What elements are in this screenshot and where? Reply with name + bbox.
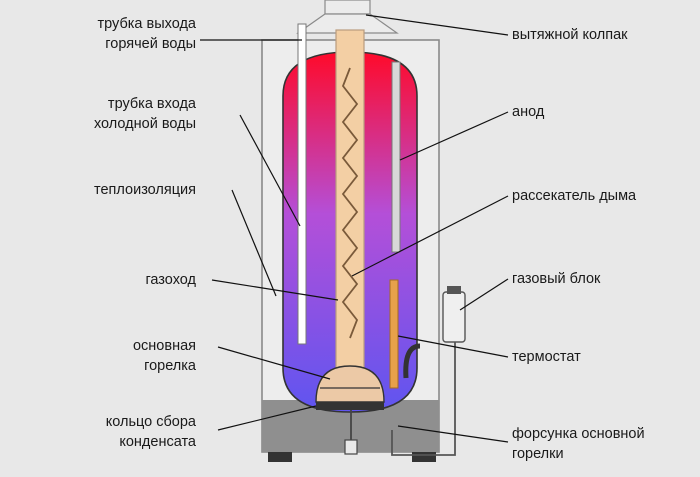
gas-line bbox=[391, 342, 456, 456]
label-cold-inlet-line-1: трубка входа bbox=[107, 96, 196, 112]
label-condensate-ring-line-1: кольцо сбора bbox=[105, 414, 196, 430]
leader-exhaust-hood bbox=[365, 14, 509, 36]
label-thermostat: термостат bbox=[512, 347, 692, 367]
label-exhaust-hood-line-1: вытяжной колпак bbox=[512, 27, 628, 43]
condensate-ring bbox=[316, 402, 384, 410]
hot-outlet-pipe bbox=[297, 23, 307, 345]
label-hot-outlet-line-2: горячей воды bbox=[105, 36, 196, 52]
label-anode: анод bbox=[512, 102, 692, 122]
label-anode-line-1: анод bbox=[512, 104, 545, 120]
label-main-burner-line-2: горелка bbox=[144, 358, 196, 374]
smoke-divider bbox=[341, 67, 359, 339]
leader-cold-inlet bbox=[239, 114, 301, 227]
thermostat-hook bbox=[403, 343, 421, 379]
label-cold-inlet: трубка входа холодной воды bbox=[54, 94, 196, 134]
label-hot-outlet: трубка выхода горячей воды bbox=[54, 14, 197, 54]
label-hot-outlet-line-1: трубка выхода bbox=[97, 16, 197, 32]
label-main-burner-line-1: основная bbox=[132, 338, 196, 354]
label-gas-block-line-1: газовый блок bbox=[512, 271, 601, 287]
label-cold-inlet-line-2: холодной воды bbox=[93, 116, 196, 132]
label-insulation-line-1: теплоизоляция bbox=[94, 182, 196, 198]
label-burner-nozzle: форсунка основной горелки bbox=[512, 424, 692, 464]
cold-inlet-pipe bbox=[391, 61, 401, 253]
leader-anode bbox=[399, 111, 509, 161]
label-main-burner: основная горелка bbox=[54, 336, 196, 376]
label-insulation: теплоизоляция bbox=[54, 180, 196, 200]
label-flue-line-1: газоход bbox=[145, 272, 196, 288]
label-gas-block: газовый блок bbox=[512, 269, 692, 289]
leader-thermostat bbox=[397, 335, 509, 358]
leader-gas-block bbox=[459, 278, 509, 311]
exhaust-hood bbox=[324, 0, 371, 15]
base-foot-left bbox=[268, 452, 292, 462]
label-thermostat-line-1: термостат bbox=[512, 349, 581, 365]
label-smoke-divider-line-1: рассекатель дыма bbox=[512, 188, 637, 204]
leader-flue bbox=[211, 279, 339, 301]
thermostat-probe bbox=[389, 279, 399, 389]
label-smoke-divider: рассекатель дыма bbox=[512, 186, 692, 206]
leader-nozzle bbox=[397, 425, 509, 443]
leader-lines bbox=[200, 14, 509, 443]
gas-block-top bbox=[447, 286, 461, 294]
leader-smoke-divider bbox=[351, 195, 509, 277]
label-condensate-ring: кольцо сбора конденсата bbox=[54, 412, 196, 452]
main-burner bbox=[315, 365, 385, 403]
base-foot-right bbox=[412, 452, 436, 462]
leader-condensate bbox=[217, 405, 317, 431]
label-flue: газоход bbox=[54, 270, 196, 290]
label-exhaust-hood: вытяжной колпак bbox=[512, 25, 692, 45]
label-burner-nozzle-line-2: горелки bbox=[512, 446, 564, 462]
flue bbox=[335, 29, 365, 371]
label-condensate-ring-line-2: конденсата bbox=[119, 434, 196, 450]
leader-main-burner bbox=[217, 346, 331, 380]
burner-nozzle bbox=[344, 439, 358, 455]
leader-insulation bbox=[231, 189, 277, 297]
gas-block bbox=[442, 291, 466, 343]
label-burner-nozzle-line-1: форсунка основной bbox=[512, 426, 645, 442]
